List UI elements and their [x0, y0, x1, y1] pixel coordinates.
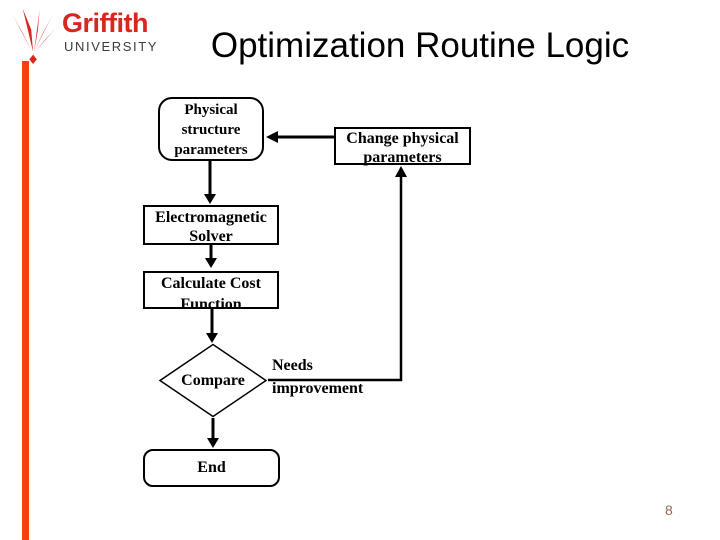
node-label: Compare — [181, 371, 245, 389]
griffith-flame-icon — [12, 8, 56, 64]
page-title: Optimization Routine Logic — [210, 26, 630, 65]
edge-label-needs-improvement: Needs improvement — [272, 357, 364, 397]
arrow-solver-to-cost — [205, 245, 217, 268]
logo-subtext: UNIVERSITY — [64, 39, 159, 54]
arrow-compare-to-end — [207, 418, 219, 448]
node-change-physical-parameters: Change physical parameters — [334, 127, 471, 166]
logo-wordmark: Griffith — [62, 8, 148, 38]
node-label: Calculate Cost Function — [161, 275, 261, 313]
node-label: End — [197, 459, 226, 476]
diamond-shape — [158, 343, 268, 418]
university-logo: Griffith UNIVERSITY — [10, 6, 160, 64]
node-physical-structure-parameters: Physical structure parameters — [158, 97, 264, 161]
node-label: Electromagnetic Solver — [155, 209, 267, 245]
node-electromagnetic-solver: Electromagnetic Solver — [143, 205, 279, 245]
node-label: Change physical parameters — [346, 130, 459, 166]
arrow-change-to-physical — [266, 131, 334, 143]
arrow-physical-to-solver — [204, 161, 216, 204]
feedback-loop-compare-to-change — [268, 166, 407, 382]
node-compare: Compare — [158, 343, 268, 418]
node-end: End — [143, 449, 280, 487]
node-calculate-cost-function: Calculate Cost Function — [143, 271, 279, 313]
node-label: Physical structure parameters — [174, 102, 248, 158]
page-number: 8 — [665, 502, 673, 518]
accent-bar — [22, 61, 29, 540]
